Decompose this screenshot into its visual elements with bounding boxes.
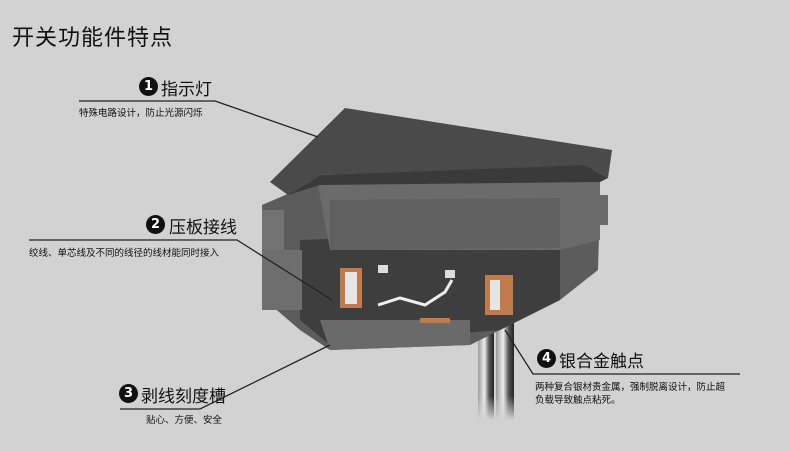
callout-4-title: 银合金触点 (559, 352, 644, 372)
callout-2-title: 压板接线 (169, 218, 237, 238)
callout-4-desc-line2: 负载导致触点粘死。 (535, 395, 621, 406)
cable (470, 300, 520, 420)
callout-3-title: 剥线刻度槽 (141, 387, 226, 407)
leader-lines (29, 100, 740, 410)
top-plate (270, 108, 612, 195)
callout-4-number: 4 (537, 349, 556, 368)
silver-contacts (340, 265, 513, 323)
callout-2-desc: 绞线、单芯线及不同的线径的线材能同时接入 (29, 248, 220, 259)
callout-3-desc: 贴心、方便、安全 (146, 415, 223, 426)
callout-1-title: 指示灯 (161, 80, 212, 100)
callout-3-number: 3 (119, 384, 138, 403)
page-title: 开关功能件特点 (12, 26, 174, 51)
callout-1-desc: 特殊电路设计，防止光源闪烁 (79, 108, 203, 119)
callout-2-number: 2 (146, 215, 165, 234)
callout-1-number: 1 (139, 77, 158, 96)
callout-4-desc-line1: 两种复合银材贵金属，强制脱离设计，防止超 (535, 382, 726, 393)
